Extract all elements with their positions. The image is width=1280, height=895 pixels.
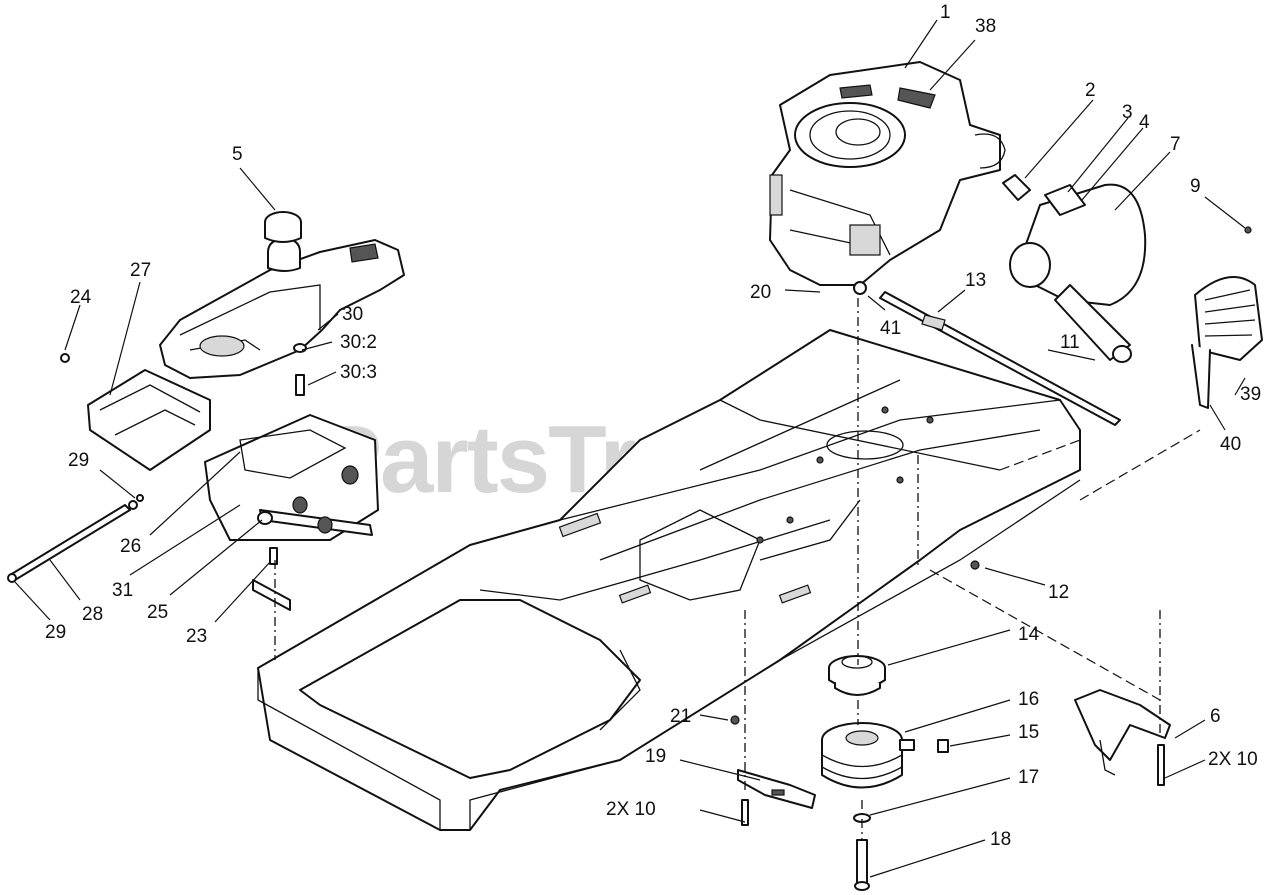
callout-11: 11 <box>1060 332 1080 353</box>
callout-40: 40 <box>1220 434 1241 455</box>
callout-41: 41 <box>880 318 901 339</box>
callout-12: 12 <box>1048 582 1069 603</box>
hardware <box>60 353 980 725</box>
callout-24: 24 <box>70 287 92 308</box>
callout-19: 19 <box>645 746 666 767</box>
callout-20: 20 <box>750 282 771 303</box>
square-key <box>937 739 949 753</box>
callout-21: 21 <box>670 706 691 727</box>
callout-30: 30 <box>342 304 363 325</box>
callout-2: 2 <box>1085 80 1096 101</box>
engine-pulley <box>828 655 886 696</box>
callout-29-top: 29 <box>68 450 89 471</box>
muffler-guard <box>1191 226 1263 409</box>
callout-13: 13 <box>965 270 986 291</box>
callout-7: 7 <box>1170 134 1181 155</box>
callout-2x10-right: 2X 10 <box>1208 749 1258 770</box>
anti-rotation-bracket <box>737 769 816 826</box>
callout-17: 17 <box>1018 767 1039 788</box>
callout-9: 9 <box>1190 176 1201 197</box>
tank-pivot-rod <box>7 500 138 583</box>
callout-28: 28 <box>82 604 103 625</box>
callout-29-bottom: 29 <box>45 622 66 643</box>
callout-27: 27 <box>130 260 151 281</box>
callouts: 1 38 2 3 4 7 9 5 27 24 30 30:2 30:3 20 1… <box>45 2 1261 850</box>
callout-6: 6 <box>1210 706 1221 727</box>
exhaust-gasket <box>1002 174 1031 201</box>
callout-15: 15 <box>1018 722 1039 743</box>
clutch-bolt <box>854 839 870 891</box>
exhaust-clamp <box>1044 184 1086 216</box>
main-frame <box>257 329 1201 831</box>
fuel-tank-fittings <box>293 343 307 396</box>
callout-1: 1 <box>940 2 951 23</box>
engine <box>769 61 1006 295</box>
fuel-tank <box>159 211 405 379</box>
rear-bracket <box>1074 689 1171 786</box>
callout-23: 23 <box>186 626 207 647</box>
callout-30-3: 30:3 <box>340 362 377 383</box>
callout-2x10-left: 2X 10 <box>606 799 656 820</box>
callout-5: 5 <box>232 144 243 165</box>
callout-25: 25 <box>147 602 168 623</box>
tank-bracket-left <box>87 369 211 471</box>
center-lines <box>274 298 1161 840</box>
callout-30-2: 30:2 <box>340 332 377 353</box>
callout-14: 14 <box>1018 624 1040 645</box>
callout-38: 38 <box>975 16 996 37</box>
leader-lines <box>14 19 1246 878</box>
muffler <box>1009 183 1147 363</box>
callout-18: 18 <box>990 829 1011 850</box>
tank-support <box>204 414 379 611</box>
pto-clutch <box>821 722 915 789</box>
throttle-rod <box>879 291 1121 426</box>
callout-26: 26 <box>120 536 141 557</box>
callout-4: 4 <box>1139 112 1150 133</box>
callout-16: 16 <box>1018 689 1039 710</box>
callout-31: 31 <box>112 580 133 601</box>
callout-3: 3 <box>1122 102 1133 123</box>
callout-39: 39 <box>1240 384 1261 405</box>
